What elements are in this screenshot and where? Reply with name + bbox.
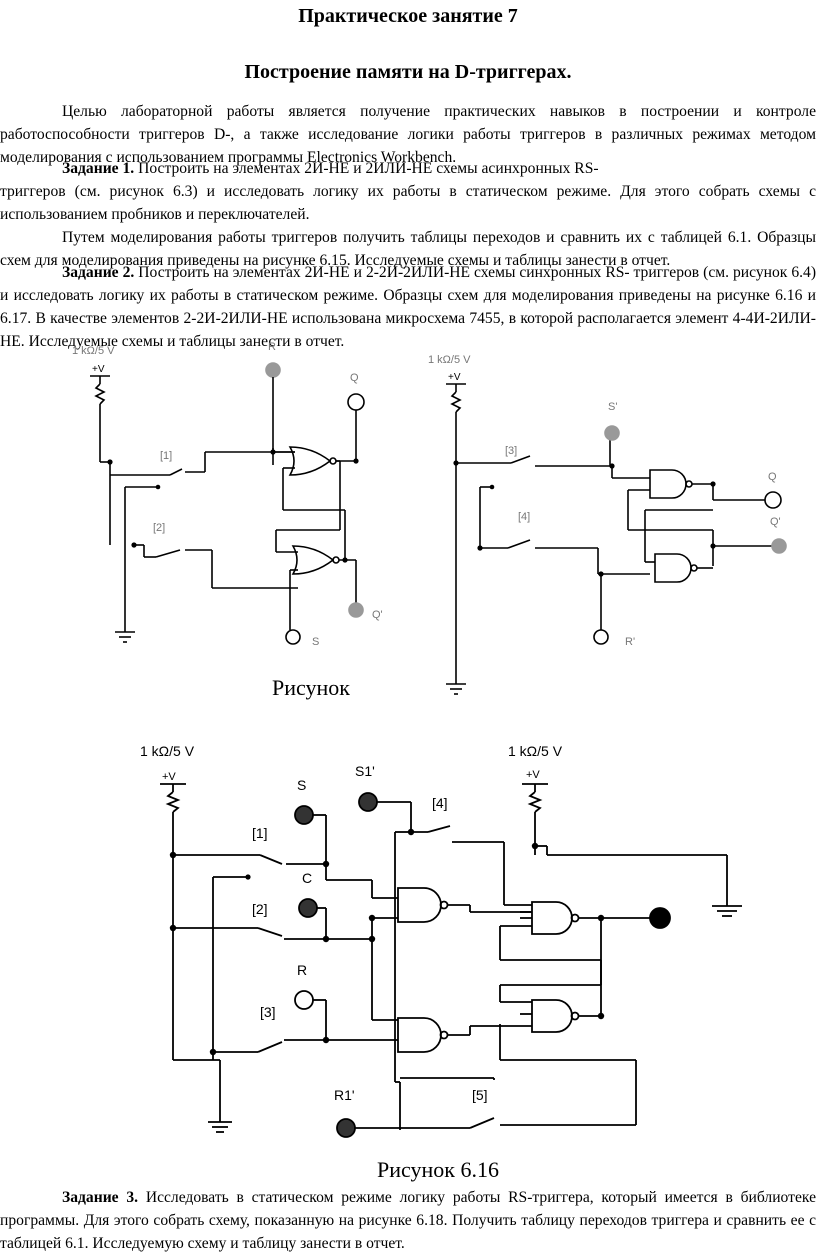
left-supply-label: 1 kΩ/5 V (72, 345, 115, 357)
left-s-probe (285, 629, 301, 645)
fig2-switch-2-label: [2] (252, 901, 268, 917)
fig2-c-label: C (302, 870, 312, 886)
left-switch-2-label: [2] (153, 522, 165, 534)
fig2-supply-2-label: 1 kΩ/5 V (508, 743, 563, 759)
page-title: Практическое занятие 7 (298, 5, 518, 27)
figure-6-15-schematic: 1 kΩ/5 V +V [1] [2] R Q Q' S (72, 341, 787, 695)
task3-label: Задание 3. (62, 1189, 139, 1206)
right-switch-4-label: [4] (518, 511, 530, 523)
left-r-label: R (268, 341, 276, 353)
task2-paragraph: Задание 2. Построить на элементах 2И-НЕ … (0, 261, 816, 353)
left-qn-label: Q' (372, 609, 383, 621)
page-subtitle: Построение памяти на D-триггерах. (244, 61, 572, 83)
right-rn-probe (593, 629, 609, 645)
left-q-probe (347, 393, 365, 411)
fig2-c-probe (298, 898, 318, 918)
left-s-label: S (312, 636, 319, 648)
right-q-probe (764, 491, 782, 509)
fig2-switch-1-label: [1] (252, 825, 268, 841)
task3-text: Исследовать в статическом режиме логику … (0, 1189, 816, 1252)
task2-label: Задание 2. (62, 264, 135, 281)
fig2-r-probe (294, 990, 314, 1010)
task2-text: Построить на элементах 2И-НЕ и 2-2И-2ИЛИ… (0, 264, 816, 350)
right-switch-3-label: [3] (505, 445, 517, 457)
fig2-r1-probe (336, 1118, 356, 1138)
left-r-probe (265, 362, 281, 378)
fig2-vcc-2-label: +V (526, 769, 540, 781)
task1-text1: Построить на элементах 2И-НЕ и 2ИЛИ-НЕ с… (134, 160, 599, 177)
left-qn-probe (348, 602, 364, 618)
left-vcc-label: +V (92, 364, 105, 375)
fig2-r-label: R (297, 962, 307, 978)
left-q-label: Q (350, 372, 359, 384)
fig2-s-probe (294, 805, 314, 825)
right-sn-label: S' (608, 401, 617, 413)
fig2-r1-label: R1' (334, 1087, 355, 1103)
figure-6-16-caption: Рисунок 6.16 (377, 1157, 499, 1182)
right-sn-probe (604, 425, 620, 441)
fig2-supply-1-label: 1 kΩ/5 V (140, 743, 195, 759)
right-qn-label: Q' (770, 516, 781, 528)
intro-paragraph: Целью лабораторной работы является получ… (0, 103, 816, 166)
right-qn-probe (771, 538, 787, 554)
fig2-s1-label: S1' (355, 763, 375, 779)
right-q-label: Q (768, 471, 777, 483)
fig2-switch-3-label: [3] (260, 1004, 276, 1020)
right-vcc-label: +V (448, 372, 461, 383)
fig2-s1-probe (358, 792, 378, 812)
right-rn-label: R' (625, 636, 635, 648)
task1-paragraph-cont: триггеров (см. рисунок 6.3) и исследоват… (0, 183, 816, 223)
fig2-q-probe (649, 907, 671, 929)
task1-paragraph-3: Путем моделирования работы триггеров пол… (0, 229, 816, 269)
right-supply-label: 1 kΩ/5 V (428, 354, 471, 366)
left-switch-1-label: [1] (160, 450, 172, 462)
fig2-switch-5-label: [5] (472, 1087, 488, 1103)
fig2-s-label: S (297, 777, 306, 793)
figure-6-15-caption: Рисунок (272, 675, 350, 700)
fig2-vcc-1-label: +V (162, 771, 176, 783)
task3-paragraph: Задание 3. Исследовать в статическом реж… (0, 1186, 816, 1255)
fig2-switch-4-label: [4] (432, 795, 448, 811)
task1-paragraph: Задание 1. Построить на элементах 2И-НЕ … (0, 157, 816, 180)
task1-label: Задание 1. (62, 160, 135, 177)
